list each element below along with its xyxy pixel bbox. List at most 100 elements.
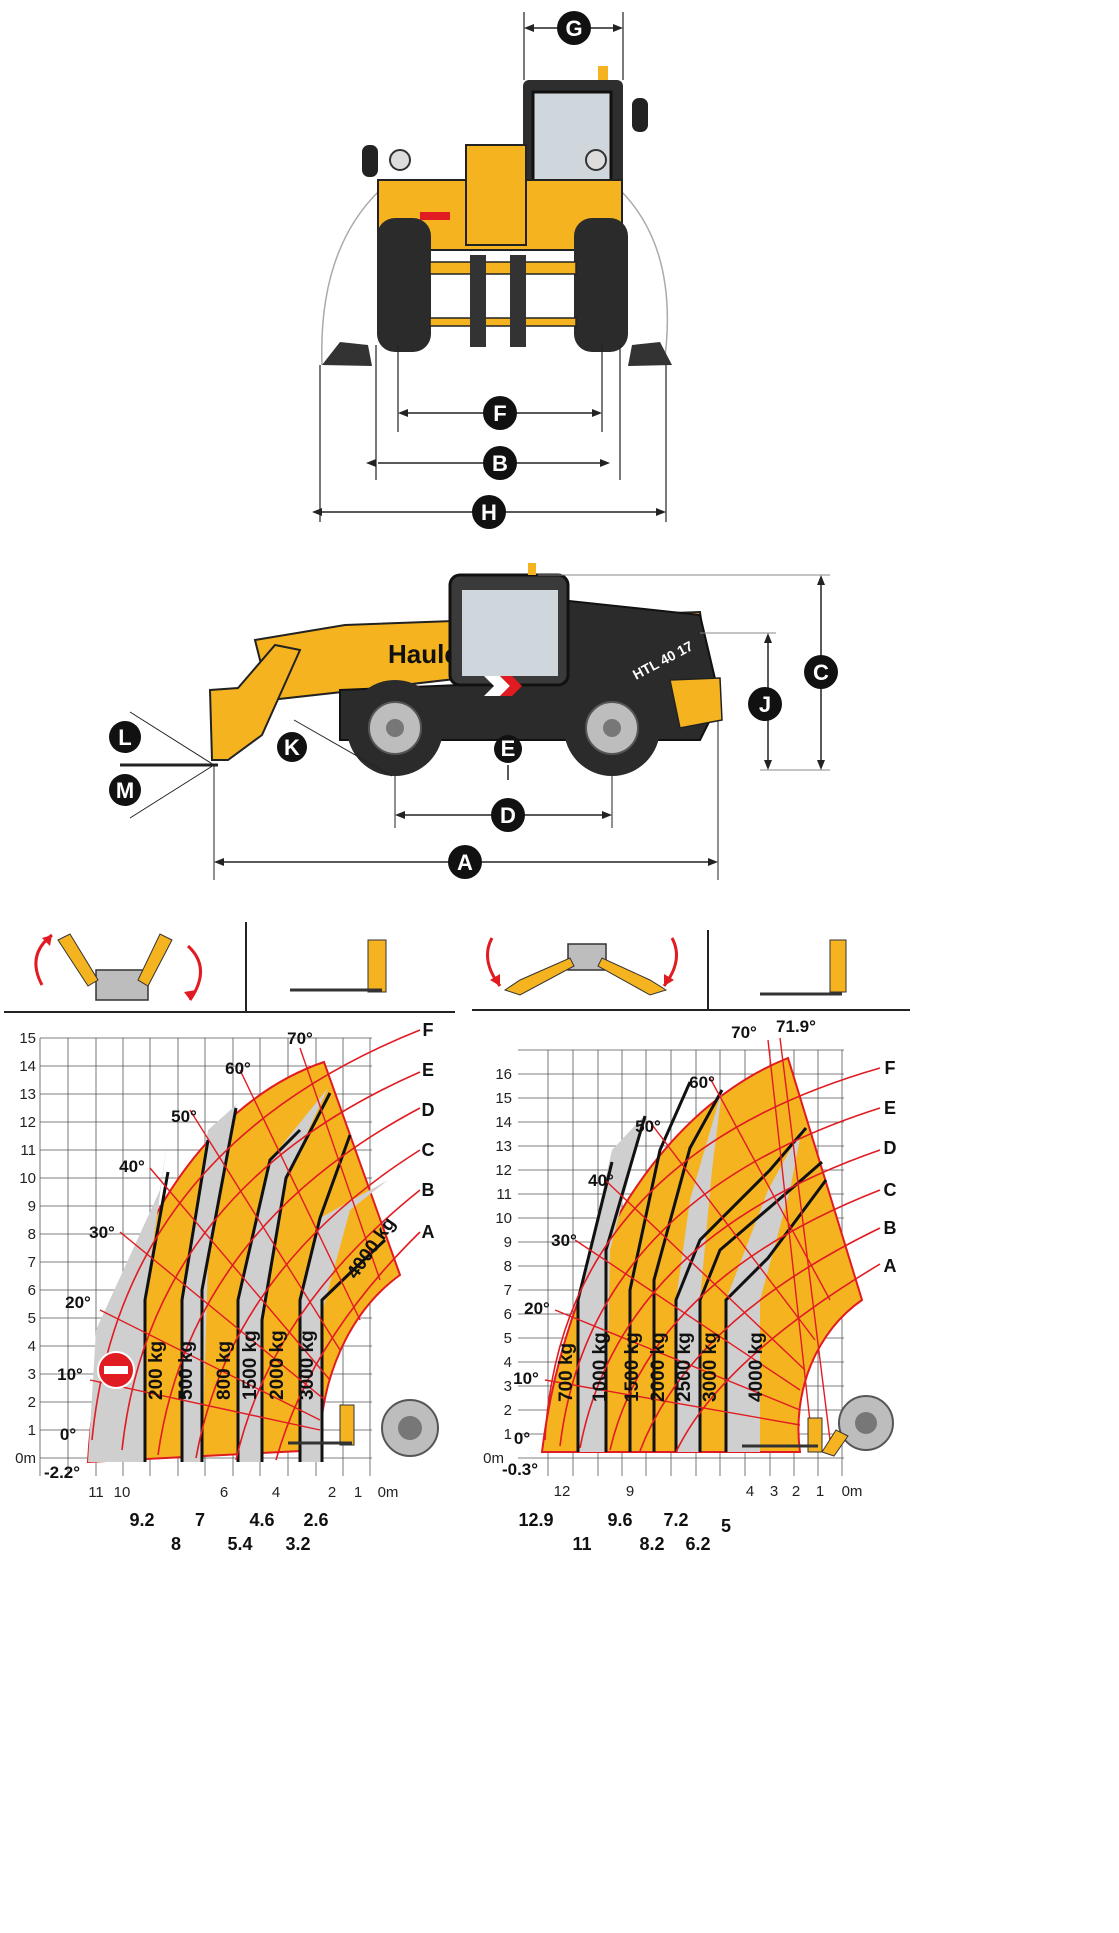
reach-label: 7.2 (663, 1510, 688, 1530)
angle-label: 20° (65, 1293, 91, 1312)
reach-label: 7 (195, 1510, 205, 1530)
angle-label: 50° (171, 1107, 197, 1126)
load-label: 2500 kg (674, 1332, 695, 1402)
reach-label: 8 (171, 1534, 181, 1554)
angle-label: 30° (551, 1231, 577, 1250)
reach-label: 3.2 (285, 1534, 310, 1554)
x-tick-label: 10 (114, 1484, 131, 1501)
y-tick-label: 5 (28, 1310, 36, 1327)
curve-label: F (423, 1020, 434, 1040)
dim-badge-c: C (804, 655, 838, 689)
y-tick-label: 5 (504, 1330, 512, 1347)
svg-text:L: L (118, 725, 131, 750)
dim-badge-a: A (448, 845, 482, 879)
x-tick-label: 2 (792, 1483, 800, 1500)
dim-badge-l: L (109, 721, 141, 753)
x-tick-label: 3 (770, 1483, 778, 1500)
angle-label: 10° (513, 1369, 539, 1388)
dim-badge-h: H (472, 495, 506, 529)
svg-text:F: F (493, 401, 506, 426)
angle-label: 70° (287, 1029, 313, 1048)
load-label: 3000 kg (297, 1330, 318, 1400)
y-tick-label: 2 (28, 1394, 36, 1411)
y-tick-label: 15 (19, 1030, 36, 1047)
y-tick-label: 2 (504, 1402, 512, 1419)
no-entry-icon (97, 1351, 135, 1389)
angle-label: 50° (635, 1117, 661, 1136)
angle-label: 71.9° (776, 1017, 816, 1036)
angle-label: 70° (731, 1023, 757, 1042)
angle-label: 30° (89, 1223, 115, 1242)
curve-label: E (884, 1098, 896, 1118)
angle-label: 10° (57, 1365, 83, 1384)
load-label: 2000 kg (648, 1332, 669, 1402)
y-tick-label: 12 (495, 1162, 512, 1179)
y-tick-label: 8 (504, 1258, 512, 1275)
y-tick-label: 14 (495, 1114, 512, 1131)
svg-text:D: D (500, 803, 516, 828)
stabilizers-lowered-icon (486, 937, 678, 996)
y-tick-label: 13 (495, 1138, 512, 1155)
x-tick-label: 4 (746, 1483, 754, 1500)
x-tick-label: 1 (816, 1483, 824, 1500)
angle-label: 60° (689, 1073, 715, 1092)
curve-label: A (884, 1256, 897, 1276)
curve-label: A (422, 1222, 435, 1242)
x-tick-label: 0m (842, 1483, 863, 1500)
reach-label: 6.2 (685, 1534, 710, 1554)
load-label: 1500 kg (240, 1330, 261, 1400)
y-tick-label: 11 (496, 1186, 512, 1203)
reach-label: 9.2 (129, 1510, 154, 1530)
reach-label: 5.4 (227, 1534, 252, 1554)
stabilizers-raised-icon (34, 933, 202, 1001)
angle-label: 0° (60, 1425, 76, 1444)
front-wheel (347, 680, 443, 776)
reach-label: 4.6 (249, 1510, 274, 1530)
dim-badge-m: M (109, 774, 141, 806)
dim-badge-j: J (748, 687, 782, 721)
fork-icon-right (760, 939, 847, 996)
dim-badge-b: B (483, 446, 517, 480)
y-tick-label: 0m (15, 1450, 36, 1467)
svg-text:J: J (759, 692, 771, 717)
y-tick-label: 0m (483, 1450, 504, 1467)
reach-label: 9.6 (607, 1510, 632, 1530)
reach-label: 8.2 (639, 1534, 664, 1554)
dim-badge-e: E (494, 735, 522, 763)
y-tick-label: 3 (28, 1366, 36, 1383)
y-tick-label: 4 (504, 1354, 512, 1371)
y-tick-label: 16 (495, 1066, 512, 1083)
x-tick-label: 2 (328, 1484, 336, 1501)
load-label: 700 kg (556, 1343, 577, 1402)
y-tick-label: 10 (19, 1170, 36, 1187)
svg-text:E: E (501, 736, 516, 761)
load-label: 3000 kg (700, 1332, 721, 1402)
y-tick-label: 12 (19, 1114, 36, 1131)
curve-label: C (422, 1140, 435, 1160)
load-label: 2000 kg (267, 1330, 288, 1400)
svg-text:A: A (457, 850, 473, 875)
min-angle-label: -2.2° (44, 1463, 80, 1482)
y-tick-label: 15 (495, 1090, 512, 1107)
dim-badge-f: F (483, 396, 517, 430)
curve-label: E (422, 1060, 434, 1080)
angle-label: 40° (588, 1171, 614, 1190)
y-tick-label: 13 (19, 1086, 36, 1103)
x-tick-label: 11 (88, 1484, 104, 1501)
x-tick-label: 1 (354, 1484, 362, 1501)
stabilizer-icons-right (472, 930, 910, 1011)
load-label: 1500 kg (622, 1332, 643, 1402)
x-tick-label: 0m (378, 1484, 399, 1501)
load-label: 1000 kg (590, 1332, 611, 1402)
svg-text:G: G (565, 16, 582, 41)
dim-badge-d: D (491, 798, 525, 832)
svg-text:M: M (116, 778, 134, 803)
curve-label: B (884, 1218, 897, 1238)
curve-label: D (884, 1138, 897, 1158)
dim-badge-k: K (277, 732, 307, 762)
angle-label: 0° (514, 1429, 530, 1448)
